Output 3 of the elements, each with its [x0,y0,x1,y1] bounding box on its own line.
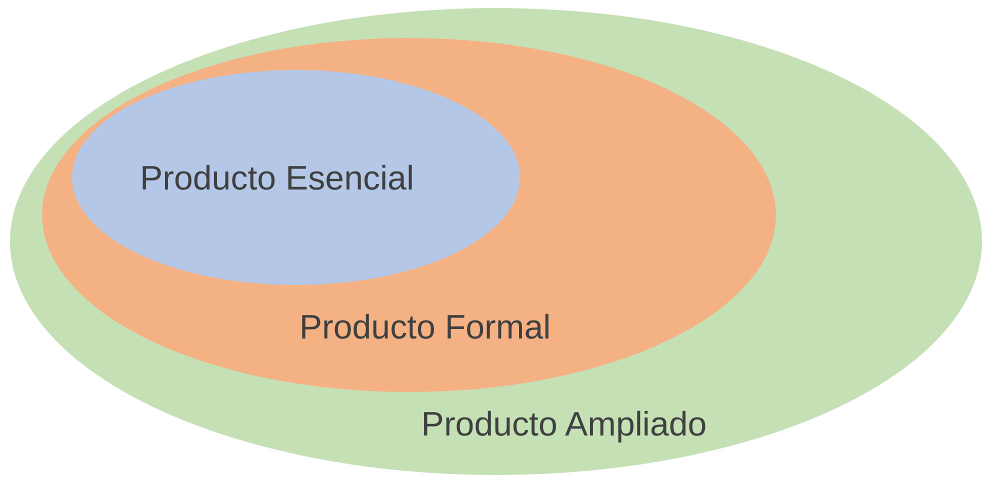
ellipse-label: Producto Esencial [140,160,414,198]
ellipse-label: Producto Formal [299,308,551,348]
ellipse-label: Producto Ampliado [421,406,707,444]
